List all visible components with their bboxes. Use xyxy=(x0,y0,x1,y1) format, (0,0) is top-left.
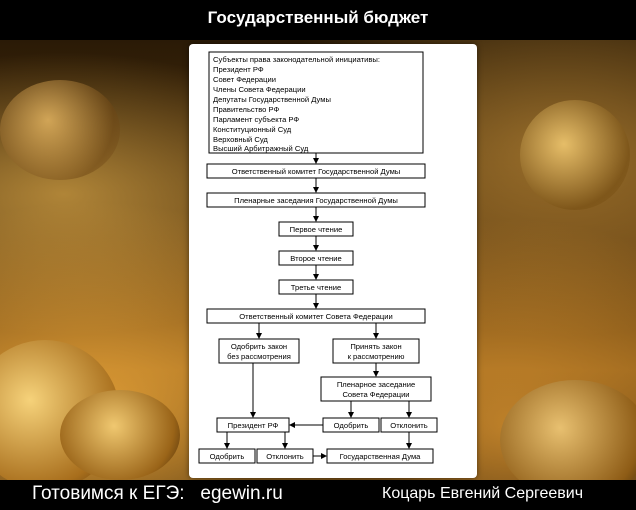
footer-site: Готовимся к ЕГЭ: egewin.ru xyxy=(32,483,283,504)
president-approve-label: Одобрить xyxy=(210,452,245,461)
diagram-panel: Субъекты права законодательной инициатив… xyxy=(189,44,477,478)
footer-bar: Готовимся к ЕГЭ: egewin.ru Коцарь Евгени… xyxy=(0,480,636,510)
accept-for-review-label: к рассмотрению xyxy=(348,352,405,361)
council-reject-label: Отклонить xyxy=(390,421,427,430)
accept-for-review-label: Принять закон xyxy=(350,342,401,351)
initiative-item: Правительство РФ xyxy=(213,105,279,114)
initiative-item: Члены Совета Федерации xyxy=(213,85,306,94)
approve-without-review-label: без рассмотрения xyxy=(227,352,291,361)
diagram-labels: Субъекты права законодательной инициатив… xyxy=(210,55,428,461)
coin-decoration xyxy=(0,80,120,180)
first-reading-label: Первое чтение xyxy=(290,225,343,234)
footer-author: Коцарь Евгений Сергеевич xyxy=(382,485,584,502)
initiative-item: Конституционный Суд xyxy=(213,125,292,134)
president-label: Президент РФ xyxy=(228,421,279,430)
slide-title: Государственный бюджет xyxy=(207,8,429,27)
diagram-arrows xyxy=(224,153,412,459)
initiative-item: Парламент субъекта РФ xyxy=(213,115,299,124)
state-duma-label: Государственная Дума xyxy=(340,452,422,461)
duma-committee-label: Ответственный комитет Государственной Ду… xyxy=(232,167,401,176)
state-duma-box xyxy=(326,448,434,464)
council-approve-label: Одобрить xyxy=(334,421,369,430)
initiative-item: Президент РФ xyxy=(213,65,264,74)
legislative-process-diagram: Субъекты права законодательной инициатив… xyxy=(198,51,438,464)
coin-decoration xyxy=(520,100,630,210)
council-plenary-label: Совета Федерации xyxy=(342,390,409,399)
initiative-item: Совет Федерации xyxy=(213,75,276,84)
council-plenary-box xyxy=(320,376,432,402)
second-reading-label: Второе чтение xyxy=(290,254,341,263)
council-plenary-label: Пленарное заседание xyxy=(337,380,415,389)
approve-without-review-box xyxy=(218,338,300,364)
president-approve-box xyxy=(198,448,256,464)
initiative-item: Верховный Суд xyxy=(213,135,268,144)
council-committee-label: Ответственный комитет Совета Федерации xyxy=(239,312,393,321)
council-committee-box xyxy=(206,308,426,324)
initiative-item: Высший Арбитражный Суд xyxy=(213,144,309,153)
initiative-header: Субъекты права законодательной инициатив… xyxy=(213,55,380,64)
third-reading-label: Третье чтение xyxy=(291,283,341,292)
approve-without-review-label: Одобрить закон xyxy=(231,342,287,351)
coin-decoration xyxy=(60,390,180,480)
initiative-item: Депутаты Государственной Думы xyxy=(213,95,331,104)
president-reject-label: Отклонить xyxy=(266,452,303,461)
duma-plenary-label: Пленарные заседания Государственной Думы xyxy=(234,196,398,205)
header-bar: Государственный бюджет xyxy=(0,0,636,40)
